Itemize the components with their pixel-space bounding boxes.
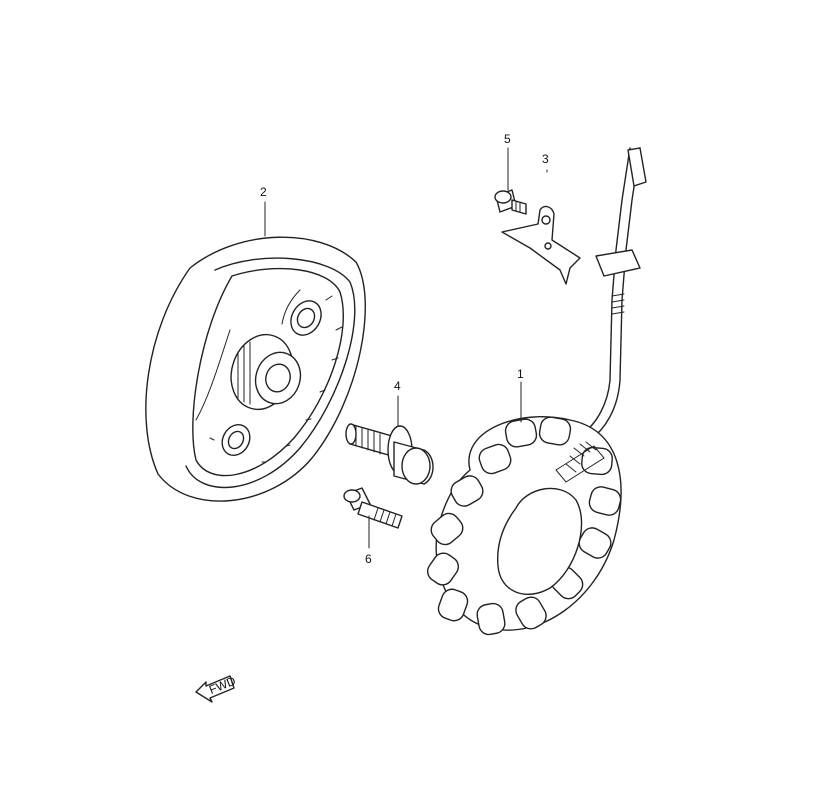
callout-3-label: 3 (542, 152, 549, 166)
stator-part (426, 147, 647, 636)
rotor-bolt-part (345, 423, 434, 485)
stator-screw-part (343, 487, 403, 529)
leader-lines (264, 147, 548, 549)
clamp-screw-part (494, 189, 527, 215)
lead-clamp-part (501, 205, 581, 285)
callout-4-label: 4 (394, 379, 401, 393)
callout-5-label: 5 (504, 132, 511, 146)
callout-1-label: 1 (517, 367, 524, 381)
fwd-arrow-icon: FWD (195, 674, 238, 703)
callout-2-label: 2 (260, 185, 267, 199)
rotor-part (145, 236, 366, 502)
callout-6-label: 6 (365, 552, 372, 566)
